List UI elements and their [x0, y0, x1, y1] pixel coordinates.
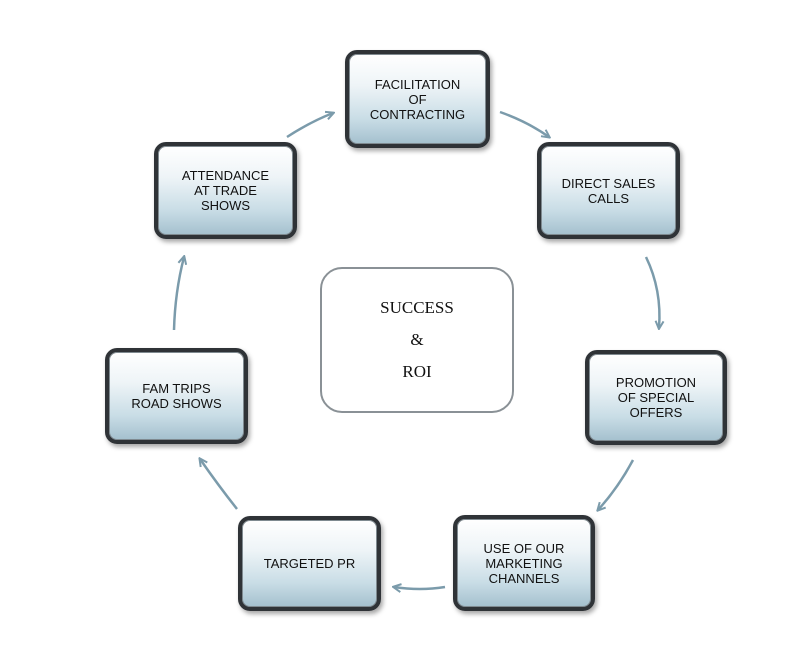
arrow-pr-to-famtrips	[200, 459, 238, 510]
arrow-promotion-to-marketing	[598, 459, 635, 510]
node-facilitation-of-contracting: FACILITATION OF CONTRACTING	[345, 50, 490, 148]
node-promotion-of-special-offers: PROMOTION OF SPECIAL OFFERS	[585, 350, 727, 445]
center-line-roi: ROI	[402, 362, 432, 381]
node-use-of-our-marketing-channels: USE OF OUR MARKETING CHANNELS	[453, 515, 595, 611]
node-fam-trips-road-shows: FAM TRIPS ROAD SHOWS	[105, 348, 248, 444]
arrow-contracting-to-sales	[499, 110, 549, 137]
arrow-tradeshows-to-contracting	[286, 113, 333, 139]
arrow-sales-to-promotion	[644, 256, 659, 328]
arrow-famtrips-to-tradeshows	[172, 257, 184, 331]
center-line-success: SUCCESS	[380, 298, 454, 317]
node-targeted-pr: TARGETED PR	[238, 516, 381, 611]
arrow-marketing-to-pr	[394, 587, 446, 589]
center-line-ampersand: &	[410, 330, 424, 349]
node-attendance-at-trade-shows: ATTENDANCE AT TRADE SHOWS	[154, 142, 297, 239]
node-direct-sales-calls: DIRECT SALES CALLS	[537, 142, 680, 239]
center-success-roi: SUCCESS & ROI	[320, 267, 514, 413]
